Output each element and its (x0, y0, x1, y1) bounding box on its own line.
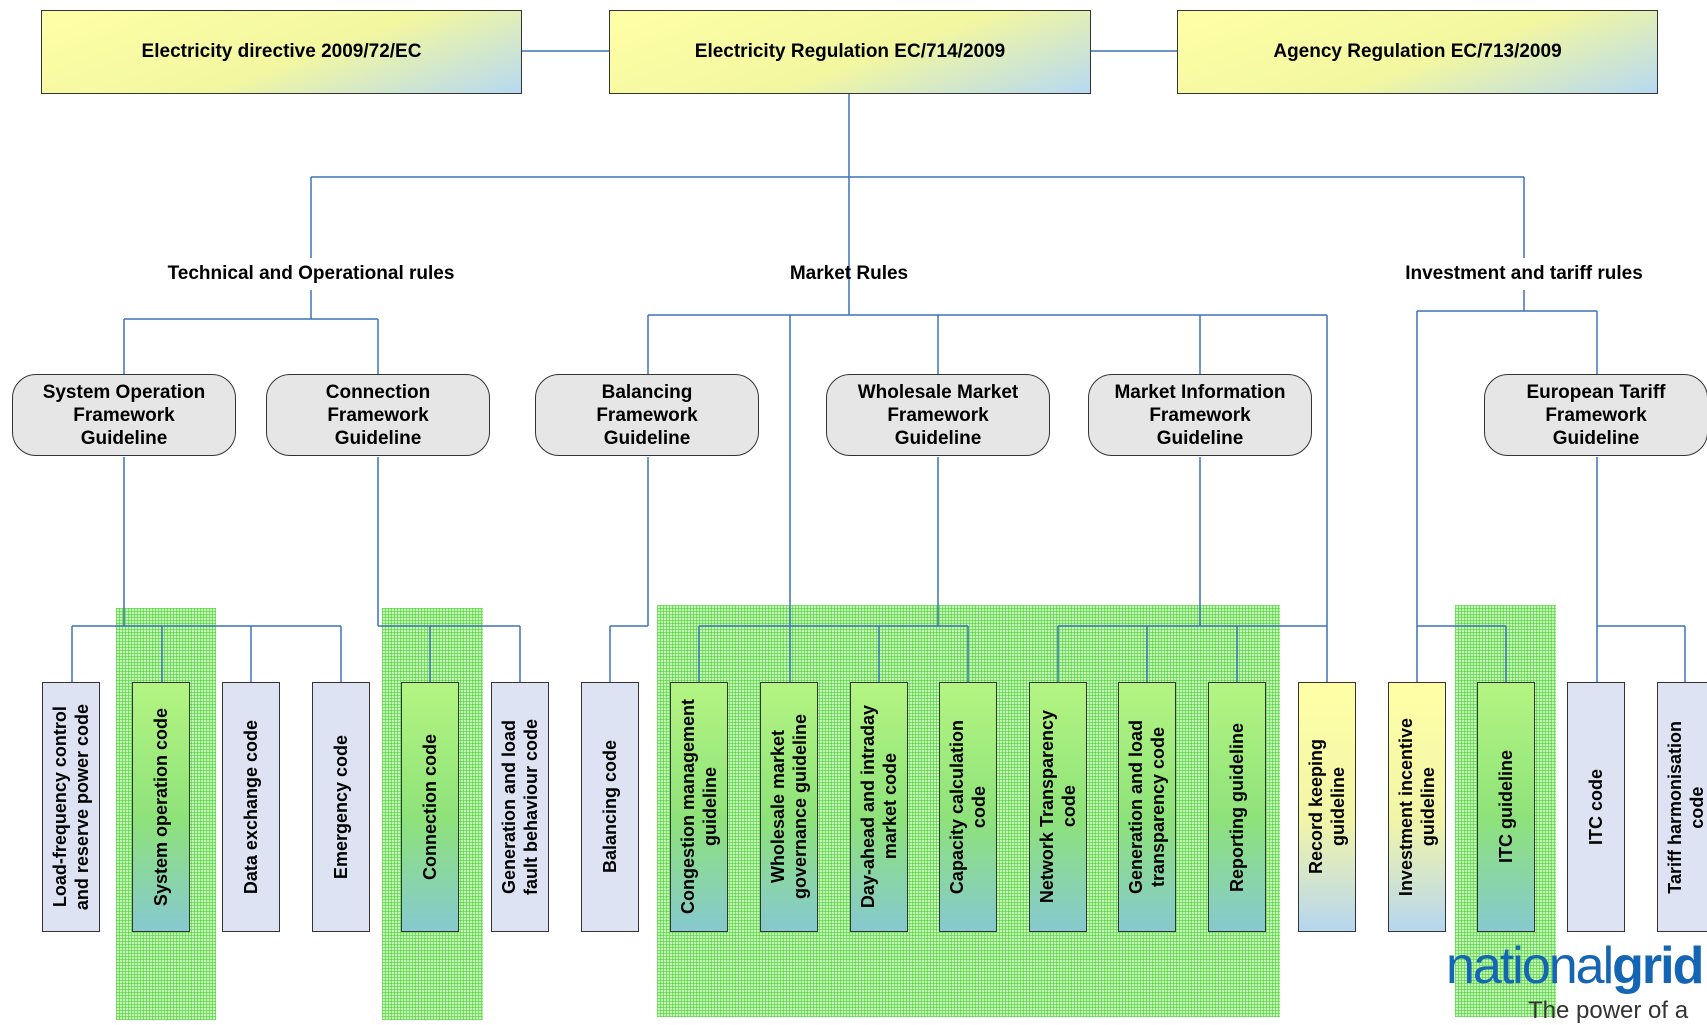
code-capacity-calculation: Capacity calculation code (939, 682, 997, 932)
code-data-exchange-label: Data exchange code (241, 719, 261, 895)
section-technical-label: Technical and Operational rules (167, 263, 455, 284)
electricity-regulation-box: Electricity Regulation EC/714/2009 (609, 10, 1091, 94)
code-load-frequency: Load-frequency control and reserve power… (42, 682, 100, 932)
guideline-system-operation-label: System Operation Framework Guideline (42, 381, 206, 449)
guideline-european-tariff-label: European Tariff Framework Guideline (1526, 381, 1666, 449)
electricity-directive-label: Electricity directive 2009/72/EC (141, 41, 422, 62)
code-wholesale-governance: Wholesale market governance guideline (760, 682, 818, 932)
national-grid-logo: nationalgrid (1446, 937, 1704, 995)
code-day-ahead-intraday-label: Day-ahead and intraday market code (858, 705, 900, 909)
code-record-keeping-label: Record keeping guideline (1306, 739, 1348, 875)
code-balancing-label: Balancing code (600, 740, 620, 874)
code-itc-label: ITC code (1586, 768, 1606, 845)
code-reporting: Reporting guideline (1208, 682, 1266, 932)
section-market-label: Market Rules (789, 263, 909, 284)
code-network-transparency-label: Network Transparency code (1037, 710, 1079, 904)
code-system-operation-label: System operation code (151, 707, 171, 907)
code-data-exchange: Data exchange code (222, 682, 280, 932)
code-wholesale-governance-label: Wholesale market governance guideline (768, 714, 810, 900)
highlight-zone-connection (382, 608, 483, 1020)
logo-text-grid: grid (1612, 937, 1704, 995)
guideline-wholesale-market-label: Wholesale Market Framework Guideline (857, 381, 1019, 449)
code-congestion-management: Congestion management guideline (670, 682, 728, 932)
code-tariff-harmonisation: Tariff harmonisation code (1657, 682, 1707, 932)
code-generation-fault-label: Generation and load fault behaviour code (499, 718, 541, 896)
logo-tagline: The power of a (1528, 997, 1689, 1024)
code-itc-guideline-label: ITC guideline (1496, 750, 1516, 864)
code-emergency: Emergency code (312, 682, 370, 932)
code-congestion-management-label: Congestion management guideline (678, 699, 720, 915)
code-emergency-label: Emergency code (331, 734, 351, 880)
code-investment-incentive: Investment incentive guideline (1388, 682, 1446, 932)
code-system-operation: System operation code (132, 682, 190, 932)
code-itc-guideline: ITC guideline (1477, 682, 1535, 932)
agency-regulation-box: Agency Regulation EC/713/2009 (1177, 10, 1658, 94)
guideline-wholesale-market: Wholesale Market Framework Guideline (826, 374, 1050, 456)
guideline-balancing-label: Balancing Framework Guideline (596, 381, 698, 449)
guideline-balancing: Balancing Framework Guideline (535, 374, 759, 456)
code-generation-load-transparency: Generation and load transparency code (1118, 682, 1176, 932)
highlight-zone-itc (1455, 605, 1556, 1017)
guideline-european-tariff: European Tariff Framework Guideline (1484, 374, 1707, 456)
code-load-frequency-label: Load-frequency control and reserve power… (50, 703, 92, 911)
electricity-regulation-label: Electricity Regulation EC/714/2009 (694, 41, 1006, 62)
code-investment-incentive-label: Investment incentive guideline (1396, 717, 1438, 897)
code-day-ahead-intraday: Day-ahead and intraday market code (850, 682, 908, 932)
guideline-market-information: Market Information Framework Guideline (1088, 374, 1312, 456)
guideline-connection: Connection Framework Guideline (266, 374, 490, 456)
code-itc: ITC code (1567, 682, 1625, 932)
code-record-keeping: Record keeping guideline (1298, 682, 1356, 932)
guideline-connection-label: Connection Framework Guideline (325, 381, 431, 449)
agency-regulation-label: Agency Regulation EC/713/2009 (1273, 41, 1562, 62)
section-investment-label: Investment and tariff rules (1405, 263, 1643, 284)
code-connection: Connection code (401, 682, 459, 932)
code-reporting-label: Reporting guideline (1227, 722, 1247, 892)
code-connection-label: Connection code (420, 733, 440, 880)
code-tariff-harmonisation-label: Tariff harmonisation code (1665, 720, 1707, 894)
code-capacity-calculation-label: Capacity calculation code (947, 719, 989, 895)
code-generation-fault: Generation and load fault behaviour code (491, 682, 549, 932)
code-generation-load-transparency-label: Generation and load transparency code (1126, 719, 1168, 895)
electricity-directive-box: Electricity directive 2009/72/EC (41, 10, 522, 94)
code-balancing: Balancing code (581, 682, 639, 932)
guideline-system-operation: System Operation Framework Guideline (12, 374, 236, 456)
logo-text-national: national (1446, 937, 1614, 995)
guideline-market-information-label: Market Information Framework Guideline (1114, 381, 1286, 449)
code-network-transparency: Network Transparency code (1029, 682, 1087, 932)
